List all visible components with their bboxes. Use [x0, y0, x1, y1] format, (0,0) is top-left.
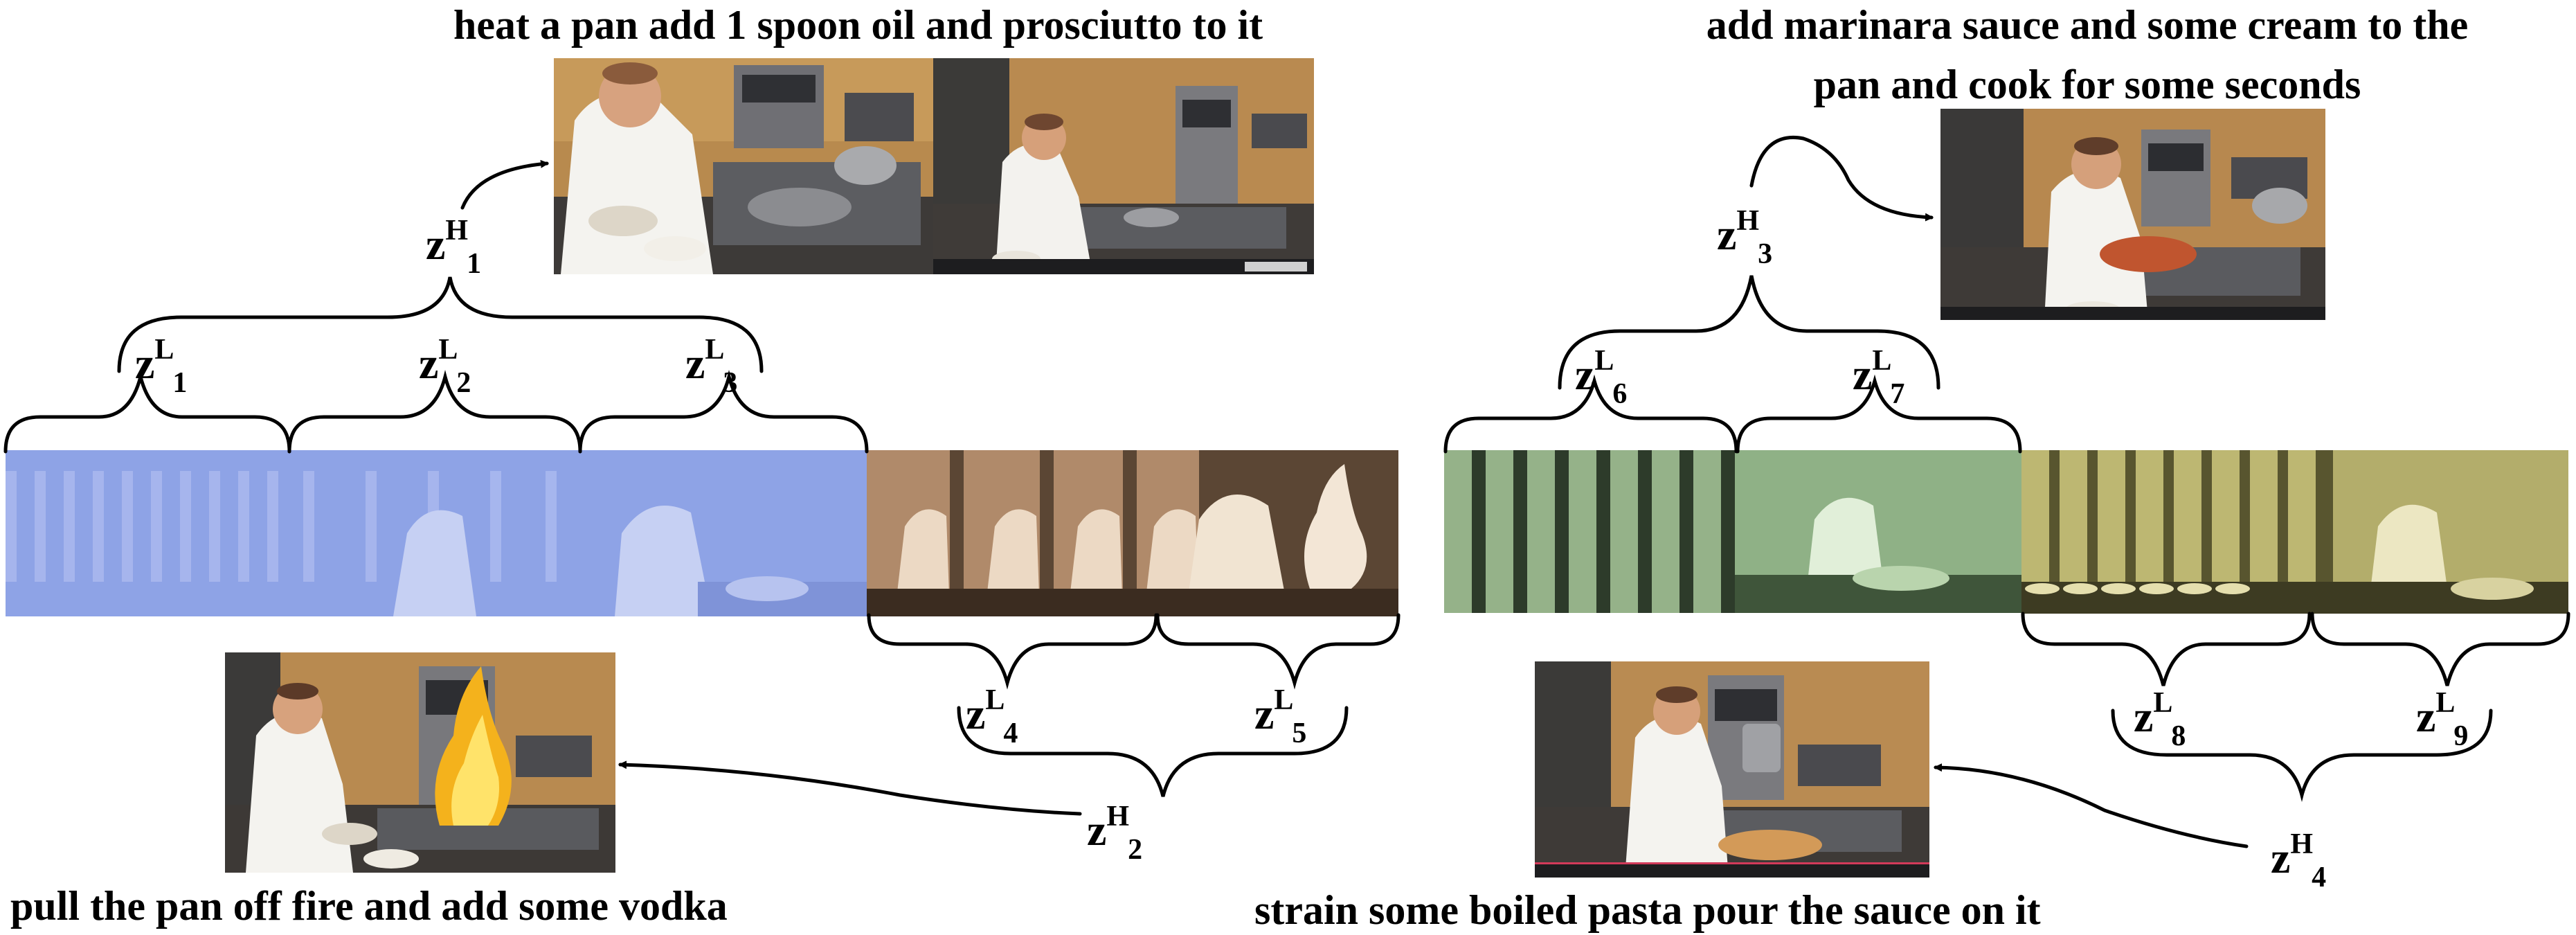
arrow-zh3: [1749, 136, 1934, 222]
filmstrip-segment-1: [6, 450, 867, 616]
brace-zl9: [2310, 612, 2570, 686]
filmstrip-segment-2: [867, 450, 1398, 616]
label-zl7: zL7: [1853, 345, 1905, 410]
label-zl4: zL4: [966, 684, 1018, 749]
arrow-zh1: [460, 159, 549, 210]
keyframe-step-2: [225, 652, 615, 873]
caption-step-3-line-1: add marinara sauce and some cream to the: [1706, 2, 2469, 48]
label-zl8: zL8: [2134, 687, 2186, 752]
label-zl6: zL6: [1575, 345, 1628, 410]
brace-zl8: [2021, 612, 2312, 686]
filmstrip-segment-4: [2021, 450, 2568, 614]
keyframe-step-1a: [554, 58, 933, 274]
label-zh1: zH1: [426, 215, 482, 280]
label-zl3: zL3: [685, 334, 738, 399]
filmstrip-frames: [6, 450, 867, 616]
kitchen-scene-image: [1940, 109, 2325, 320]
filmstrip-frames: [1444, 450, 2021, 613]
keyframe-step-1b: [933, 58, 1314, 274]
label-zl9: zL9: [2416, 687, 2469, 752]
caption-step-1: heat a pan add 1 spoon oil and prosciutt…: [453, 2, 1263, 48]
brace-zl5: [1155, 613, 1400, 690]
label-zl2: zL2: [419, 334, 471, 399]
arrow-zh4: [1934, 763, 2249, 848]
label-zl5: zL5: [1254, 684, 1307, 749]
arrow-zh2: [618, 760, 1082, 816]
brace-zl4: [867, 613, 1158, 690]
kitchen-scene-image: [225, 652, 615, 873]
filmstrip-segment-3: [1444, 450, 2021, 613]
keyframe-step-3: [1940, 109, 2325, 320]
label-zh2: zH2: [1087, 801, 1143, 866]
keyframe-step-4: [1535, 661, 1929, 878]
caption-step-2: pull the pan off fire and add some vodka: [10, 883, 728, 929]
label-zl1: zL1: [135, 334, 188, 399]
kitchen-scene-image: [554, 58, 933, 274]
kitchen-scene-image: [1535, 661, 1929, 878]
kitchen-scene-image: [933, 58, 1314, 274]
filmstrip-frames: [867, 450, 1398, 616]
label-zh3: zH3: [1717, 205, 1773, 270]
label-zh4: zH4: [2271, 828, 2327, 893]
caption-step-3-line-2: pan and cook for some seconds: [1813, 62, 2361, 107]
filmstrip-frames: [2021, 450, 2568, 614]
caption-step-4: strain some boiled pasta pour the sauce …: [1254, 887, 2041, 933]
